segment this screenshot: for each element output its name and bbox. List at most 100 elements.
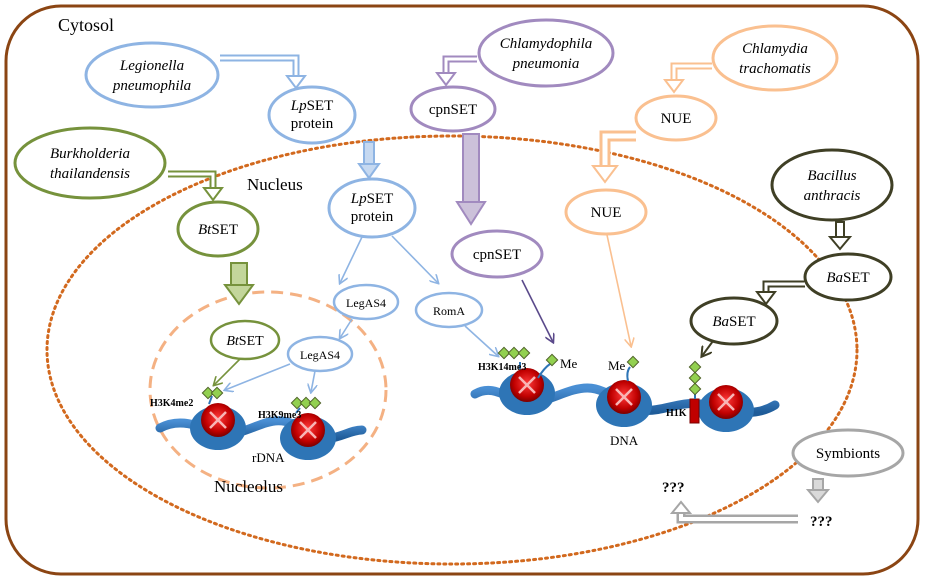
- arrow-unknown-import-head: [669, 500, 693, 514]
- arrow-baset-to-h1k: [702, 340, 714, 356]
- histone-cross: [717, 393, 735, 411]
- methyl-diamond: [201, 386, 215, 400]
- legas4-nucleolus-label: LegAS4: [300, 348, 340, 362]
- roma-node: [414, 291, 484, 329]
- mark-me-left: Me: [560, 356, 578, 371]
- arrow-lpset-to-legas4: [340, 236, 363, 283]
- organism-bacillus-line2: anthracis: [804, 188, 861, 204]
- legas4-node-nucleus: [332, 283, 400, 321]
- baset-nucleus-label: BaSET: [712, 314, 755, 330]
- organism-burkholderia-thailandensis: [13, 126, 167, 200]
- histone-cross: [209, 411, 227, 429]
- organism-chlamydophila-line1: Chlamydophila: [500, 36, 593, 52]
- nucleosome-rdna-left: [190, 403, 246, 450]
- arrow-burkholderia-head: [202, 187, 224, 202]
- arrow-burkholderia-to-btset-inner: [168, 172, 215, 190]
- symbionts-label: Symbionts: [816, 446, 880, 462]
- arrow-chlamydia-to-nue-inner: [672, 64, 712, 82]
- cpnset-node-nucleus: [450, 229, 544, 279]
- arrow-legas4-to-h3k4: [225, 363, 291, 390]
- methyl-diamond: [688, 360, 702, 374]
- organism-burkholderia-line1: Burkholderia: [50, 146, 130, 162]
- histone-h1: [689, 398, 700, 424]
- lpset-cytosol-protein-word: protein: [291, 116, 334, 132]
- arrow-unknown-import-inner: [679, 512, 798, 521]
- nue-node-nucleus: [564, 188, 648, 236]
- lpset-nucleus-protein-word: protein: [351, 209, 394, 225]
- nucleolus-boundary: [148, 290, 388, 490]
- nue-cytosol-label: NUE: [661, 111, 692, 127]
- tail-h3k4: [208, 395, 213, 405]
- arrow-baset-import-inner: [764, 282, 805, 294]
- arrow-lpset-import-head: [357, 163, 381, 180]
- rdna-label: rDNA: [252, 450, 285, 465]
- histone-cross: [615, 388, 633, 406]
- lpset-nucleus-name: LpSET: [350, 191, 394, 207]
- methyl-diamond: [299, 396, 313, 410]
- nue-node-cytosol: [634, 94, 718, 142]
- unknown-marker-nucleus: ???: [662, 480, 685, 496]
- nucleus-boundary: [45, 134, 859, 566]
- arrow-cpnset-to-me: [521, 279, 553, 342]
- btset-nucleolus-label: BtSET: [226, 334, 264, 349]
- organism-bacillus-anthracis: [770, 148, 894, 222]
- methyl-diamond: [626, 355, 640, 369]
- mark-h1k: H1K: [666, 408, 687, 419]
- cpnset-node-cytosol: [409, 85, 497, 133]
- organism-chlamydophila-pneumonia: [477, 18, 615, 88]
- organism-chlamydia-trachomatis: [711, 24, 839, 92]
- arrow-lpset-import-shaft: [363, 141, 375, 167]
- cpnset-nucleus-label: cpnSET: [473, 247, 521, 263]
- organism-chlamydia-line1: Chlamydia: [742, 41, 808, 57]
- mark-h3k9me3: H3K9me3: [258, 410, 301, 421]
- organism-chlamydophila-line2: pneumonia: [512, 56, 580, 72]
- arrow-legas4-into-nucleolus: [340, 318, 353, 338]
- arrow-legionella-head: [285, 75, 307, 90]
- mark-h3k14me3: H3K14me3: [478, 362, 526, 373]
- arrow-roma-to-h3k14: [464, 325, 498, 356]
- arrow-btset-import-head: [223, 284, 255, 306]
- methyl-diamond: [688, 382, 702, 396]
- nucleolus-label: Nucleolus: [214, 477, 283, 496]
- tail-me-left: [537, 363, 551, 379]
- nucleus-label: Nucleus: [247, 175, 303, 194]
- btset-node-nucleolus: [209, 319, 281, 361]
- arrow-lpset-to-roma: [391, 235, 438, 283]
- cytosol-label: Cytosol: [58, 15, 114, 35]
- organism-bacillus-line1: Bacillus: [807, 168, 856, 184]
- methyl-diamond: [545, 353, 559, 367]
- legas4-node-nucleolus: [286, 335, 354, 373]
- arrow-chlamydophila-head: [435, 72, 457, 87]
- organism-legionella-line2: pneumophila: [112, 78, 191, 94]
- organism-burkholderia-line2: thailandensis: [50, 166, 130, 182]
- histone-cross: [299, 421, 317, 439]
- arrow-chlamydophila-to-cpnset-inner: [444, 57, 477, 75]
- nucleosome-dna-middle: [596, 380, 652, 427]
- methyl-diamond: [507, 346, 521, 360]
- arrow-bacillus-to-baset-head: [827, 236, 853, 251]
- arrow-btset-to-h3k4: [214, 358, 241, 385]
- mark-h3k4me2: H3K4me2: [150, 398, 193, 409]
- arrow-symbionts-down-head: [805, 489, 831, 504]
- baset-node-nucleus: [689, 296, 779, 346]
- legas4-nucleus-label: LegAS4: [346, 296, 386, 310]
- unknown-marker-cytosol: ???: [810, 514, 833, 530]
- tail-me-middle: [626, 366, 631, 382]
- histone-cross: [518, 376, 536, 394]
- lpset-protein-nucleus: [327, 177, 417, 239]
- nucleosome-dna-right: [698, 385, 754, 432]
- organism-symbionts: [791, 428, 905, 478]
- organism-chlamydia-line2: trachomatis: [739, 61, 811, 77]
- arrow-nue-import-head: [591, 165, 619, 184]
- arrow-btset-import-shaft: [230, 262, 248, 288]
- methyl-diamond: [688, 371, 702, 385]
- methyl-diamond: [517, 346, 531, 360]
- baset-cytosol-label: BaSET: [826, 270, 869, 286]
- arrow-legas4-to-h3k9: [311, 370, 315, 392]
- methyl-diamond: [210, 386, 224, 400]
- arrow-cpnset-import-shaft: [462, 133, 480, 205]
- nucleosome-dna-left: [499, 368, 555, 415]
- organism-legionella-line1: Legionella: [119, 58, 184, 74]
